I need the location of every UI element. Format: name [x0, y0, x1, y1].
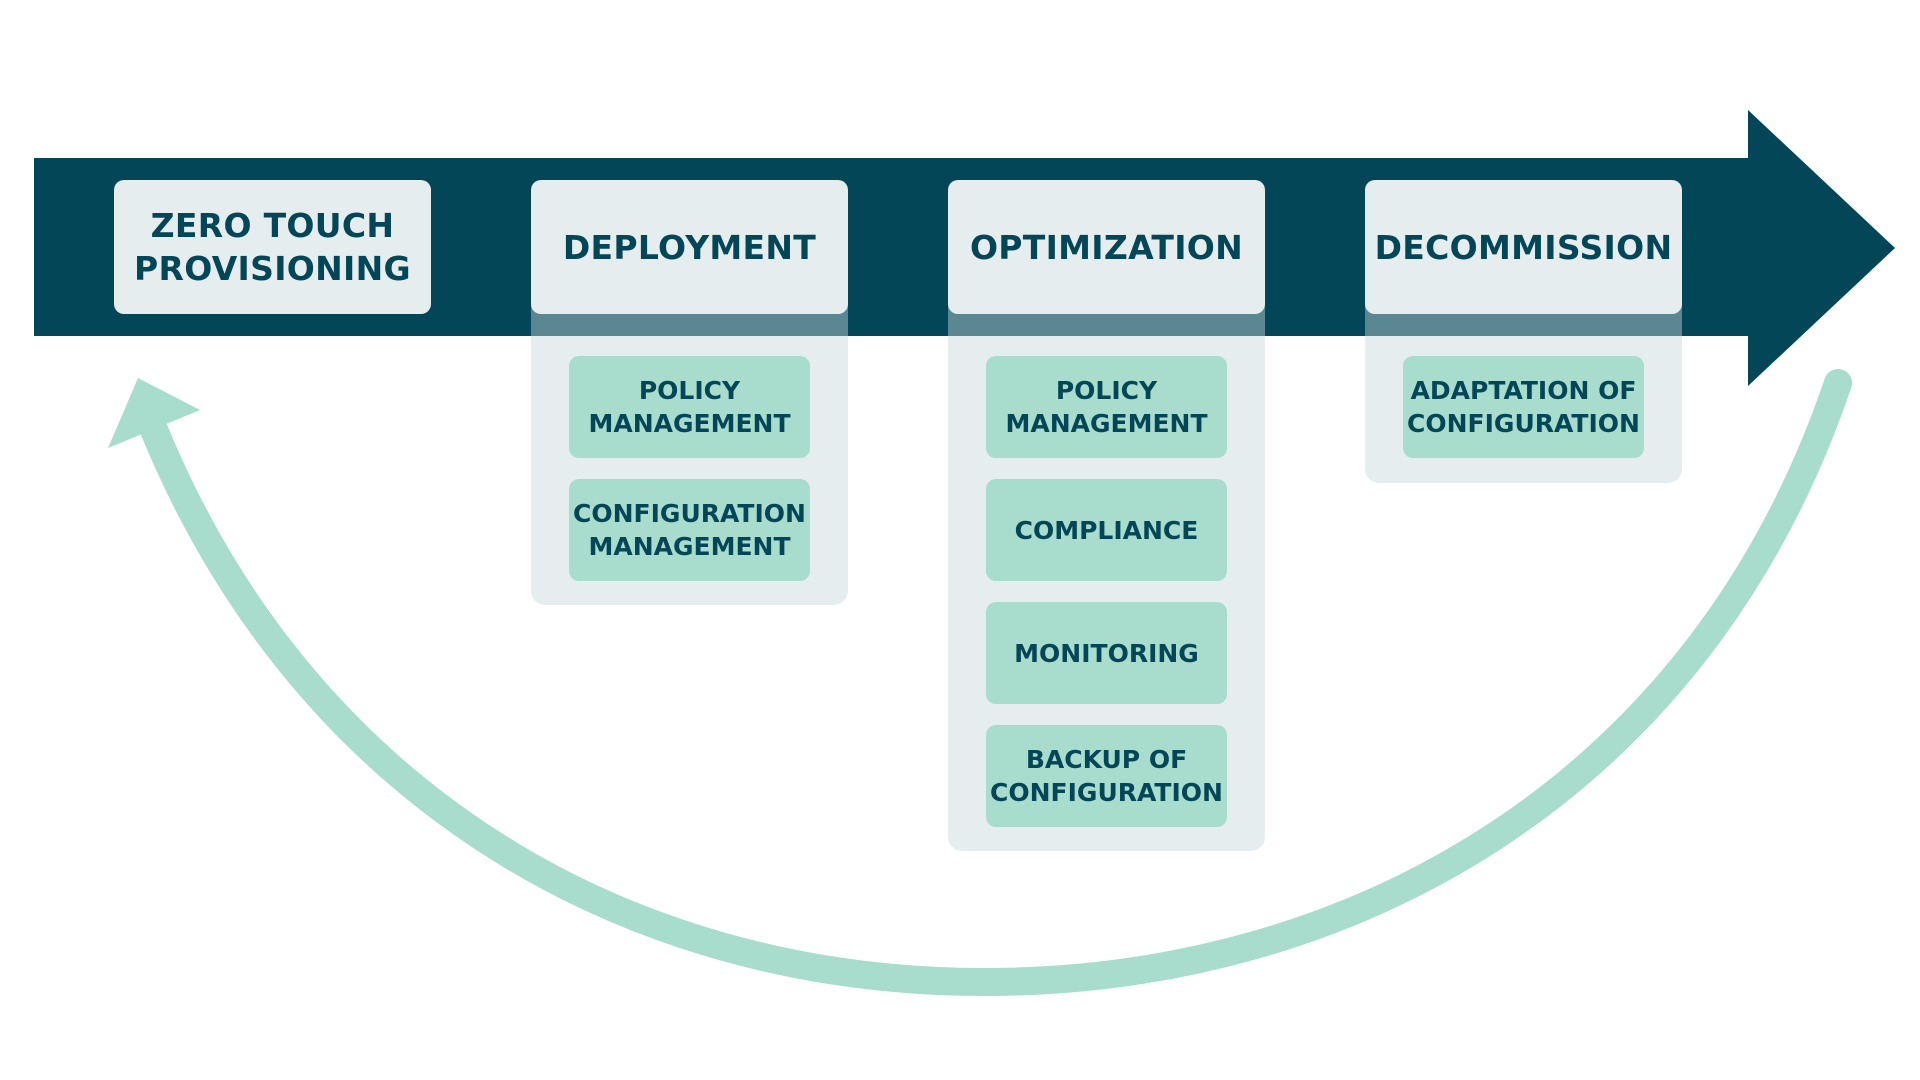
stage-title: DECOMMISSION [1374, 227, 1673, 267]
task-label: CONFIGURATION MANAGEMENT [573, 499, 806, 561]
task-box: POLICY MANAGEMENT [569, 356, 810, 458]
task-label: POLICY MANAGEMENT [1005, 376, 1208, 438]
task-label: ADAPTATION OF CONFIGURATION [1407, 376, 1640, 438]
task-label: COMPLIANCE [1014, 515, 1199, 545]
stage-title: OPTIMIZATION [969, 227, 1244, 267]
stage-title: ZERO TOUCH PROVISIONING [134, 206, 411, 288]
task-box: POLICY MANAGEMENT [986, 356, 1227, 458]
stage-header: DECOMMISSION [1365, 180, 1682, 314]
task-box: ADAPTATION OF CONFIGURATION [1403, 356, 1644, 458]
task-label: POLICY MANAGEMENT [588, 376, 791, 438]
task-box: COMPLIANCE [986, 479, 1227, 581]
return-arrow-head [108, 378, 200, 448]
stage-header: OPTIMIZATION [948, 180, 1265, 314]
task-label: BACKUP OF CONFIGURATION [990, 745, 1223, 807]
task-box: MONITORING [986, 602, 1227, 704]
stage-header: DEPLOYMENT [531, 180, 848, 314]
task-label: MONITORING [1014, 638, 1199, 668]
stage-header: ZERO TOUCH PROVISIONING [114, 180, 431, 314]
task-box: BACKUP OF CONFIGURATION [986, 725, 1227, 827]
task-box: CONFIGURATION MANAGEMENT [569, 479, 810, 581]
stage-title: DEPLOYMENT [562, 227, 817, 267]
return-arrow-curve [138, 369, 1852, 997]
